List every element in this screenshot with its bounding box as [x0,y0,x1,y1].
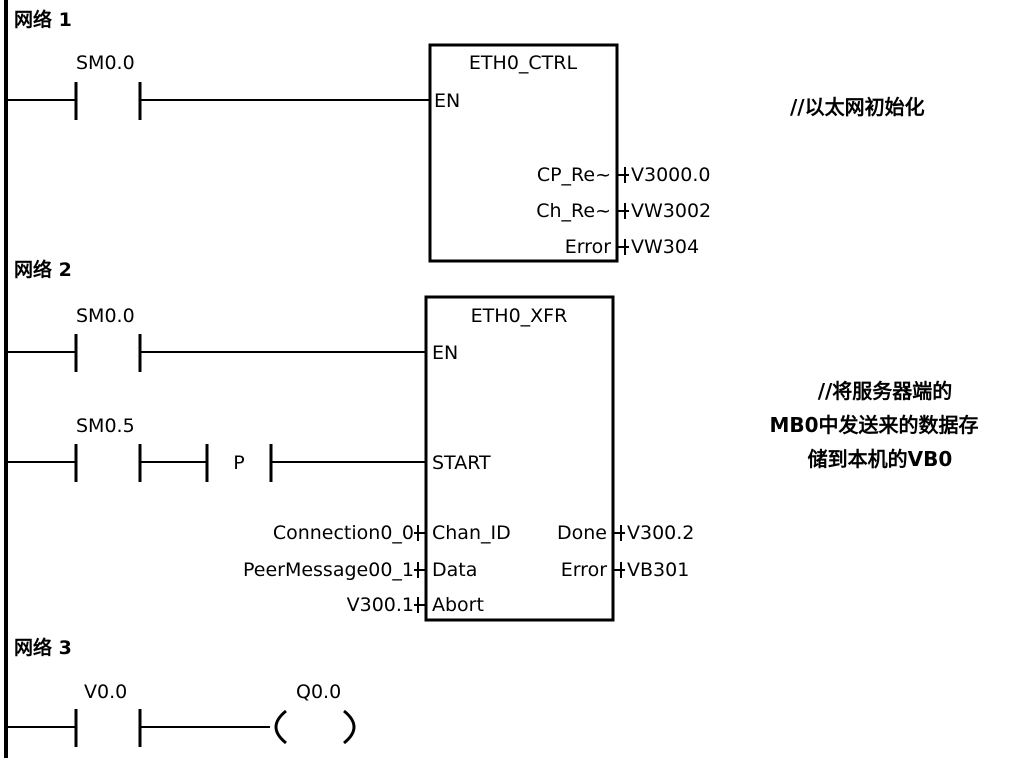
eth0-ctrl-cpre-value[interactable]: V3000.0 [631,164,710,186]
eth0-ctrl-cpre-pin: CP_Re~ [537,164,611,186]
eth0-xfr-abort-pin: Abort [432,594,484,616]
n3-contact-v00-label: V0.0 [84,681,127,703]
coil-q00[interactable] [274,709,356,745]
eth0-xfr-done-pin: Done [557,522,607,544]
n2-contact-sm00-label: SM0.0 [76,305,135,327]
eth0-ctrl-title: ETH0_CTRL [469,52,578,74]
eth0-ctrl-error-value[interactable]: VW304 [631,236,699,258]
n1-contact-sm00-label: SM0.0 [76,52,135,74]
eth0-xfr-block[interactable] [424,295,615,622]
n3-contact-v00[interactable] [6,709,142,747]
eth0-xfr-error-value[interactable]: VB301 [627,559,689,581]
n2-contact-sm05[interactable] [6,444,142,482]
eth0-xfr-abort-value[interactable]: V300.1 [347,594,414,616]
network-1-comment: //以太网初始化 [790,95,925,119]
n1-contact-sm00[interactable] [6,82,142,120]
coil-q00-label: Q0.0 [296,681,341,703]
n2-contact-sm00[interactable] [6,334,142,372]
eth0-xfr-data-pin: Data [432,559,477,581]
network-3-label[interactable]: 网络 3 [14,636,72,659]
eth0-xfr-en-pin: EN [432,342,458,364]
eth0-xfr-title: ETH0_XFR [471,305,568,327]
eth0-ctrl-error-pin: Error [565,236,612,258]
network-1-label[interactable]: 网络 1 [14,8,72,31]
eth0-xfr-data-value[interactable]: PeerMessage00_1 [243,559,414,581]
positive-edge-label: P [233,452,244,474]
eth0-xfr-error-pin: Error [561,559,608,581]
eth0-xfr-chanid-value[interactable]: Connection0_0 [273,522,414,544]
eth0-ctrl-chre-pin: Ch_Re~ [536,200,611,222]
network-2-comment-line-3: 储到本机的VB0 [808,447,953,471]
eth0-xfr-start-pin: START [432,452,491,474]
network-2-comment-line-2: MB0中发送来的数据存 [769,413,978,437]
eth0-xfr-done-value[interactable]: V300.2 [627,522,694,544]
eth0-ctrl-block[interactable] [428,43,619,263]
network-2-comment-line-1: //将服务器端的 [818,379,953,403]
eth0-xfr-chanid-pin: Chan_ID [432,522,511,544]
eth0-ctrl-en-pin: EN [434,90,460,112]
network-2-label[interactable]: 网络 2 [14,258,72,281]
eth0-ctrl-chre-value[interactable]: VW3002 [631,200,711,222]
n2-contact-sm05-label: SM0.5 [76,415,135,437]
